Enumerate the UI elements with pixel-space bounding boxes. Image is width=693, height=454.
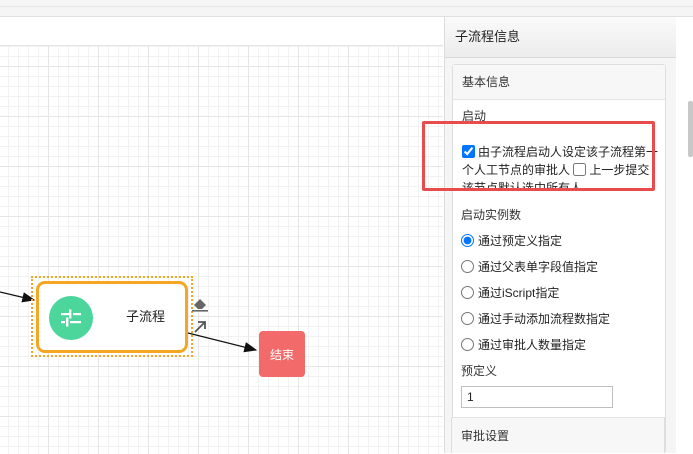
radio-approver-count-input[interactable]	[461, 338, 474, 351]
subprocess-label: 子流程	[126, 309, 166, 324]
select-all-checkbox[interactable]	[573, 163, 587, 176]
scrollbar-track[interactable]	[676, 17, 693, 453]
flow-canvas[interactable]	[0, 17, 443, 454]
radio-approver-count[interactable]: 通过审批人数量指定	[461, 336, 586, 353]
sliders-icon	[49, 296, 93, 340]
approver-checkbox[interactable]	[462, 145, 475, 158]
radio-manual-add[interactable]: 通过手动添加流程数指定	[461, 310, 610, 327]
start-options: 由子流程启动人设定该子流程第一个人工节点的审批人 上一步提交该节点默认选中所有人	[462, 143, 658, 191]
canvas-header	[0, 17, 443, 46]
radio-label: 通过手动添加流程数指定	[478, 312, 611, 326]
radio-iscript-input[interactable]	[461, 286, 474, 299]
panel-title: 子流程信息	[445, 17, 676, 58]
approval-settings-header[interactable]: 审批设置	[451, 417, 665, 453]
end-node-label: 结束	[269, 347, 294, 362]
end-node[interactable]: 结束	[259, 331, 305, 377]
radio-predefined[interactable]: 通过预定义指定	[461, 232, 562, 249]
radio-manual-add-input[interactable]	[461, 312, 474, 325]
radio-predefined-input[interactable]	[461, 234, 474, 247]
radio-iscript[interactable]: 通过iScript指定	[461, 284, 559, 301]
approver-checkbox-label: 由子流程启动人设定该子流程第一个人工节点的审批人	[462, 145, 658, 177]
predefined-label: 预定义	[461, 364, 498, 378]
radio-label: 通过父表单字段值指定	[478, 260, 599, 274]
radio-label: 通过审批人数量指定	[478, 338, 587, 352]
instance-count-label: 启动实例数	[461, 208, 522, 222]
select-all-checkbox-label: 上一步提交该节点默认选中所有人	[462, 163, 650, 191]
arrow-up-right-icon[interactable]	[193, 320, 207, 334]
radio-label: 通过iScript指定	[478, 286, 560, 300]
toolbar-divider	[0, 6, 693, 7]
basic-info-header[interactable]: 基本信息	[453, 65, 665, 100]
selection-outline	[31, 276, 193, 357]
predefined-input[interactable]	[461, 386, 613, 408]
radio-label: 通过预定义指定	[478, 234, 563, 248]
subprocess-node[interactable]: 子流程	[36, 281, 188, 353]
start-section-label: 启动	[462, 109, 487, 121]
radio-parent-field-input[interactable]	[461, 260, 474, 273]
top-toolbar	[0, 0, 693, 17]
highlight-box	[422, 121, 655, 191]
eraser-icon[interactable]	[191, 296, 209, 312]
radio-parent-field[interactable]: 通过父表单字段值指定	[461, 258, 598, 275]
scrollbar-thumb[interactable]	[688, 101, 693, 157]
